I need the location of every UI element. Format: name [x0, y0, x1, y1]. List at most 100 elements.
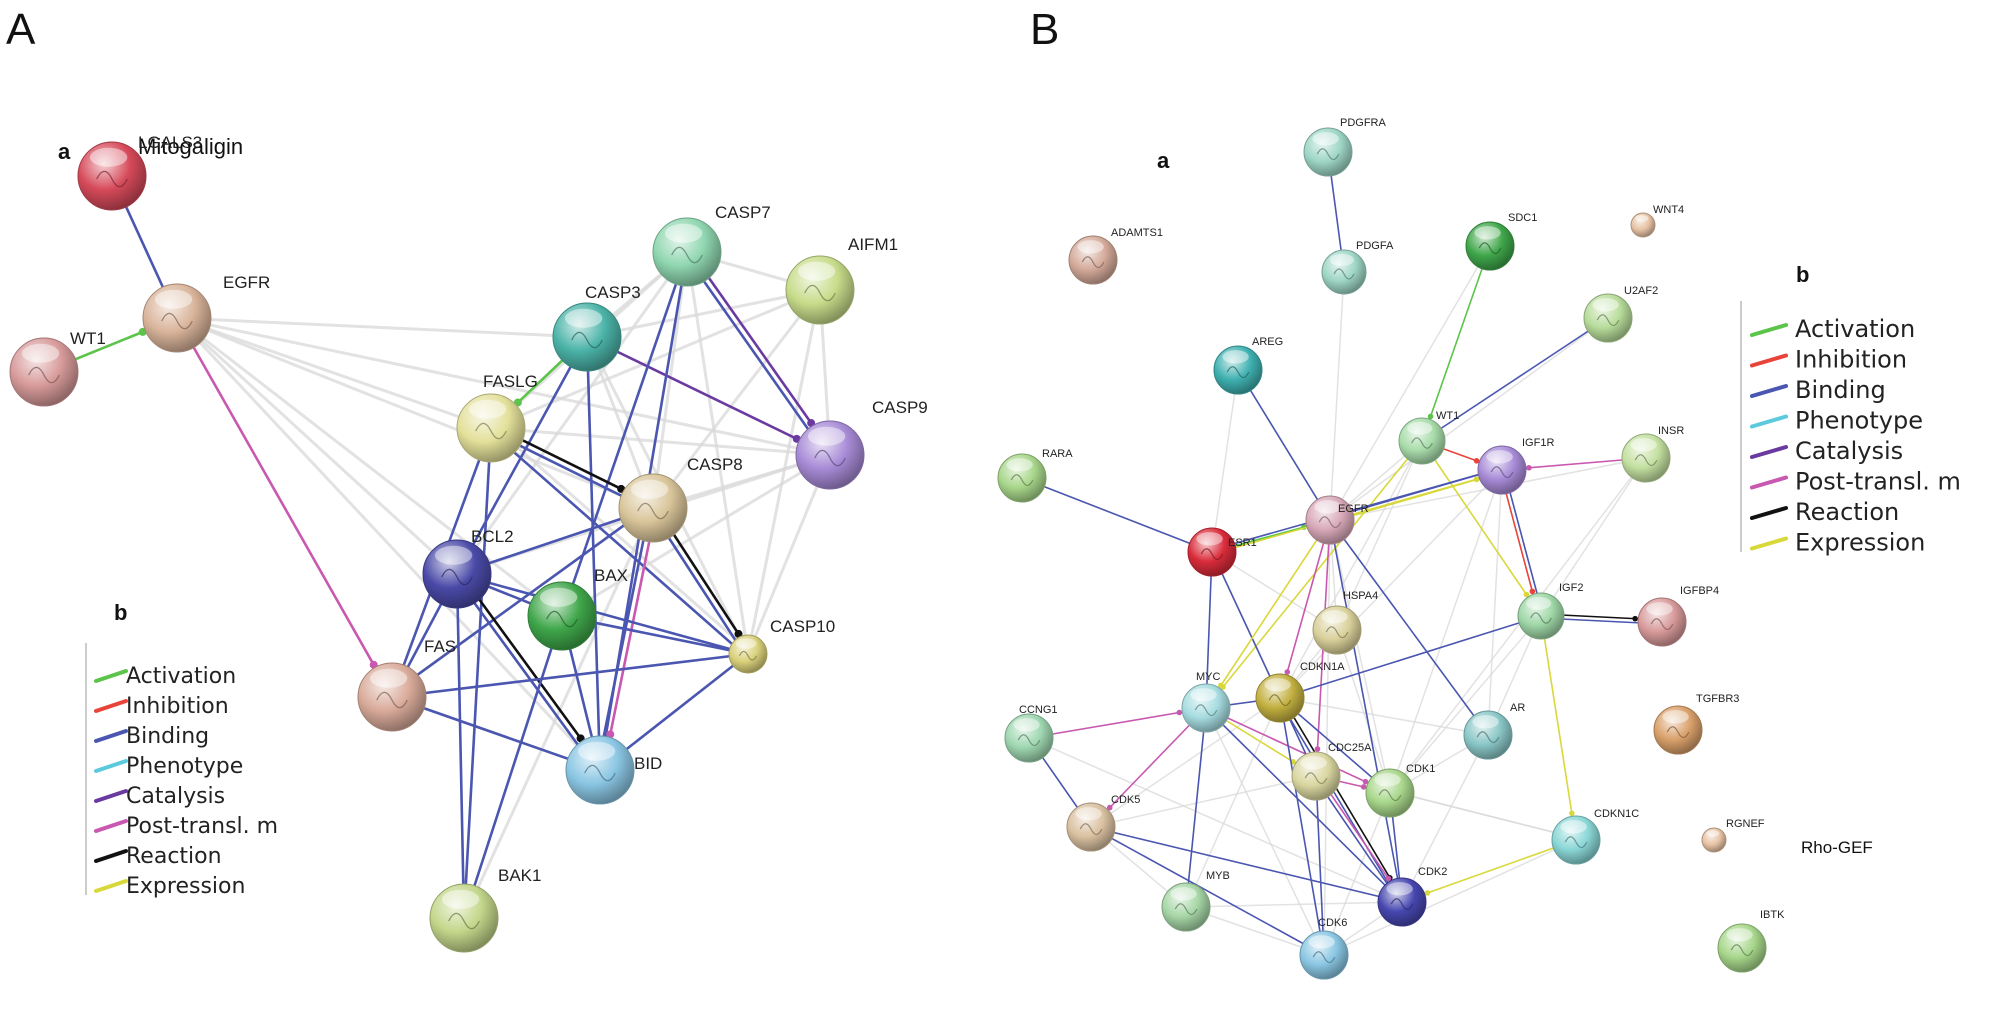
legend-swatch-reaction	[1750, 506, 1788, 520]
node-bid[interactable]: BID	[565, 735, 662, 805]
node-casp9[interactable]: CASP9	[795, 398, 928, 490]
node-bcl2[interactable]: BCL2	[422, 527, 514, 609]
node-sphere-bax[interactable]	[527, 581, 597, 651]
node-rgnef[interactable]: RGNEF	[1701, 818, 1765, 853]
node-myb[interactable]: MYB	[1161, 870, 1230, 932]
node-casp7[interactable]: CASP7	[652, 203, 771, 287]
node-highlight	[797, 261, 836, 281]
node-cdkn1a[interactable]: CDKN1A	[1255, 661, 1345, 723]
node-myc[interactable]: MYC	[1181, 671, 1231, 733]
node-pdgfra[interactable]: PDGFRA	[1303, 117, 1387, 177]
node-igf2[interactable]: IGF2	[1517, 582, 1583, 640]
node-cdk6[interactable]: CDK6	[1299, 917, 1349, 980]
node-sphere-igf2[interactable]	[1517, 592, 1565, 640]
node-sphere-casp10[interactable]	[728, 634, 768, 674]
node-bak1[interactable]: BAK1	[429, 866, 541, 953]
node-sphere-casp3[interactable]	[552, 302, 622, 372]
node-label-esr1: ESR1	[1228, 537, 1257, 549]
node-cdk1[interactable]: CDK1	[1365, 763, 1435, 818]
node-sphere-ibtk[interactable]	[1717, 923, 1767, 973]
node-wt1[interactable]: WT1	[1398, 410, 1459, 465]
node-sphere-egfr[interactable]	[1305, 495, 1355, 545]
node-sphere-bid[interactable]	[565, 735, 635, 805]
node-esr1[interactable]: ESR1	[1187, 527, 1257, 577]
node-sphere-aifm1[interactable]	[785, 255, 855, 325]
node-sphere-hspa4[interactable]	[1312, 605, 1362, 655]
node-sphere-bcl2[interactable]	[422, 539, 492, 609]
node-sphere-tgfbr3[interactable]	[1653, 705, 1703, 755]
node-sphere-cdk6[interactable]	[1299, 930, 1349, 980]
node-tgfbr3[interactable]: TGFBR3	[1653, 693, 1739, 755]
node-casp3[interactable]: CASP3	[552, 283, 641, 372]
node-sphere-ar[interactable]	[1463, 710, 1513, 760]
node-egfr[interactable]: EGFR	[1305, 495, 1369, 545]
node-adamts1[interactable]: ADAMTS1	[1068, 227, 1163, 285]
node-sphere-pdgfra[interactable]	[1303, 127, 1353, 177]
node-wt1[interactable]: WT1	[9, 329, 106, 407]
node-lgals3[interactable]: LGALS3	[77, 133, 202, 211]
legend-label-reaction: Reaction	[126, 844, 222, 869]
legend-item-inhibition: Inhibition	[1750, 346, 1907, 374]
node-hspa4[interactable]: HSPA4	[1312, 590, 1378, 655]
node-sdc1[interactable]: SDC1	[1465, 212, 1537, 271]
node-sphere-igf1r[interactable]	[1477, 445, 1527, 495]
node-sphere-ccng1[interactable]	[1004, 713, 1054, 763]
node-label-ibtk: IBTK	[1760, 909, 1785, 921]
node-sphere-insr[interactable]	[1621, 433, 1671, 483]
node-sphere-myc[interactable]	[1181, 683, 1231, 733]
node-cdc25a[interactable]: CDC25A	[1291, 742, 1372, 801]
node-sphere-cdkn1c[interactable]	[1551, 815, 1601, 865]
node-rara[interactable]: RARA	[997, 448, 1073, 503]
node-cdkn1c[interactable]: CDKN1C	[1551, 808, 1639, 865]
node-sphere-adamts1[interactable]	[1068, 235, 1118, 285]
node-sphere-igfbp4[interactable]	[1637, 597, 1687, 647]
node-igfbp4[interactable]: IGFBP4	[1637, 585, 1719, 647]
node-wnt4[interactable]: WNT4	[1630, 204, 1684, 238]
node-sphere-cdk2[interactable]	[1377, 877, 1427, 927]
node-sphere-cdk5[interactable]	[1066, 802, 1116, 852]
node-sphere-u2af2[interactable]	[1583, 293, 1633, 343]
node-sphere-bak1[interactable]	[429, 883, 499, 953]
node-sphere-casp8[interactable]	[618, 473, 688, 543]
node-sphere-rgnef[interactable]	[1701, 827, 1727, 853]
node-bax[interactable]: BAX	[527, 566, 628, 651]
node-sphere-wnt4[interactable]	[1630, 212, 1656, 238]
node-igf1r[interactable]: IGF1R	[1477, 437, 1554, 495]
node-casp10[interactable]: CASP10	[728, 617, 835, 674]
node-sphere-pdgfa[interactable]	[1321, 249, 1367, 295]
node-sphere-faslg[interactable]	[456, 393, 526, 463]
node-casp8[interactable]: CASP8	[618, 455, 743, 543]
node-sphere-esr1[interactable]	[1187, 527, 1237, 577]
node-sphere-fas[interactable]	[357, 662, 427, 732]
edge-other-egfr-bcl2	[175, 316, 459, 576]
node-ar[interactable]: AR	[1463, 702, 1525, 760]
edge-other-myb-cdk2	[1185, 901, 1403, 908]
node-cdk5[interactable]: CDK5	[1066, 794, 1140, 852]
edge-binding-igf2-cdkn1a	[1279, 615, 1542, 699]
node-sphere-sdc1[interactable]	[1465, 221, 1515, 271]
node-sphere-myb[interactable]	[1161, 882, 1211, 932]
node-fas[interactable]: FAS	[357, 637, 456, 732]
node-ccng1[interactable]: CCNG1	[1004, 704, 1058, 763]
node-insr[interactable]: INSR	[1621, 425, 1684, 483]
node-sphere-rara[interactable]	[997, 453, 1047, 503]
node-sphere-areg[interactable]	[1213, 345, 1263, 395]
node-pdgfa[interactable]: PDGFA	[1321, 240, 1394, 295]
node-sphere-egfr[interactable]	[142, 283, 212, 353]
node-sphere-wt1[interactable]	[1398, 417, 1446, 465]
node-sphere-cdc25a[interactable]	[1291, 751, 1341, 801]
node-egfr[interactable]: EGFR	[142, 273, 270, 353]
node-faslg[interactable]: FASLG	[456, 372, 538, 463]
node-sphere-cdk1[interactable]	[1365, 768, 1415, 818]
node-sphere-cdkn1a[interactable]	[1255, 673, 1305, 723]
node-sphere-lgals3[interactable]	[77, 141, 147, 211]
node-sphere-casp7[interactable]	[652, 217, 722, 287]
node-u2af2[interactable]: U2AF2	[1583, 285, 1658, 343]
node-aifm1[interactable]: AIFM1	[785, 235, 898, 325]
node-sphere-wt1[interactable]	[9, 337, 79, 407]
legend-swatch-phenotype	[94, 759, 128, 773]
node-ibtk[interactable]: IBTK	[1717, 909, 1785, 973]
node-areg[interactable]: AREG	[1213, 336, 1283, 395]
node-sphere-casp9[interactable]	[795, 420, 865, 490]
node-cdk2[interactable]: CDK2	[1377, 866, 1447, 927]
